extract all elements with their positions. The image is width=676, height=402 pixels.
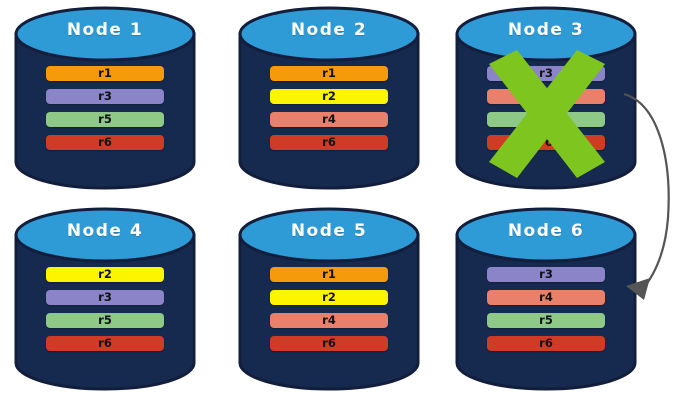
node-3-record-r3[interactable]: r3 <box>487 66 605 81</box>
cylinder-top-ellipse <box>238 207 420 263</box>
node-3-record-r5[interactable]: r5 <box>487 112 605 127</box>
node-2-record-r2[interactable]: r2 <box>270 89 388 104</box>
node-2-record-r4[interactable]: r4 <box>270 112 388 127</box>
cylinder-top-ellipse <box>14 6 196 62</box>
node-2-record-r1[interactable]: r1 <box>270 66 388 81</box>
cylinder-top-ellipse <box>455 6 637 62</box>
node-3-record-r6[interactable]: r6 <box>487 135 605 150</box>
node-4-record-r5[interactable]: r5 <box>46 313 164 328</box>
node-4-record-r3[interactable]: r3 <box>46 290 164 305</box>
node-4-record-r6[interactable]: r6 <box>46 336 164 351</box>
node-3-record-r4[interactable]: r4 <box>487 89 605 104</box>
node-1-record-r5[interactable]: r5 <box>46 112 164 127</box>
cylinder-top-ellipse <box>238 6 420 62</box>
node-1-record-r1[interactable]: r1 <box>46 66 164 81</box>
arrow-head <box>626 278 650 300</box>
node-5-record-r6[interactable]: r6 <box>270 336 388 351</box>
node-1-record-r6[interactable]: r6 <box>46 135 164 150</box>
node-6-record-r5[interactable]: r5 <box>487 313 605 328</box>
node-6-record-r4[interactable]: r4 <box>487 290 605 305</box>
cylinder-top-ellipse <box>455 207 637 263</box>
node-5-record-r2[interactable]: r2 <box>270 290 388 305</box>
cylinder-top-ellipse <box>14 207 196 263</box>
node-5-record-r4[interactable]: r4 <box>270 313 388 328</box>
node-6-record-r6[interactable]: r6 <box>487 336 605 351</box>
recovery-arrow-icon <box>623 92 670 300</box>
node-6-record-r3[interactable]: r3 <box>487 267 605 282</box>
node-1-record-r3[interactable]: r3 <box>46 89 164 104</box>
node-4-record-r2[interactable]: r2 <box>46 267 164 282</box>
recovery-arrow <box>600 78 676 322</box>
arrow-curve <box>623 92 670 291</box>
node-5-record-r1[interactable]: r1 <box>270 267 388 282</box>
node-2-record-r6[interactable]: r6 <box>270 135 388 150</box>
